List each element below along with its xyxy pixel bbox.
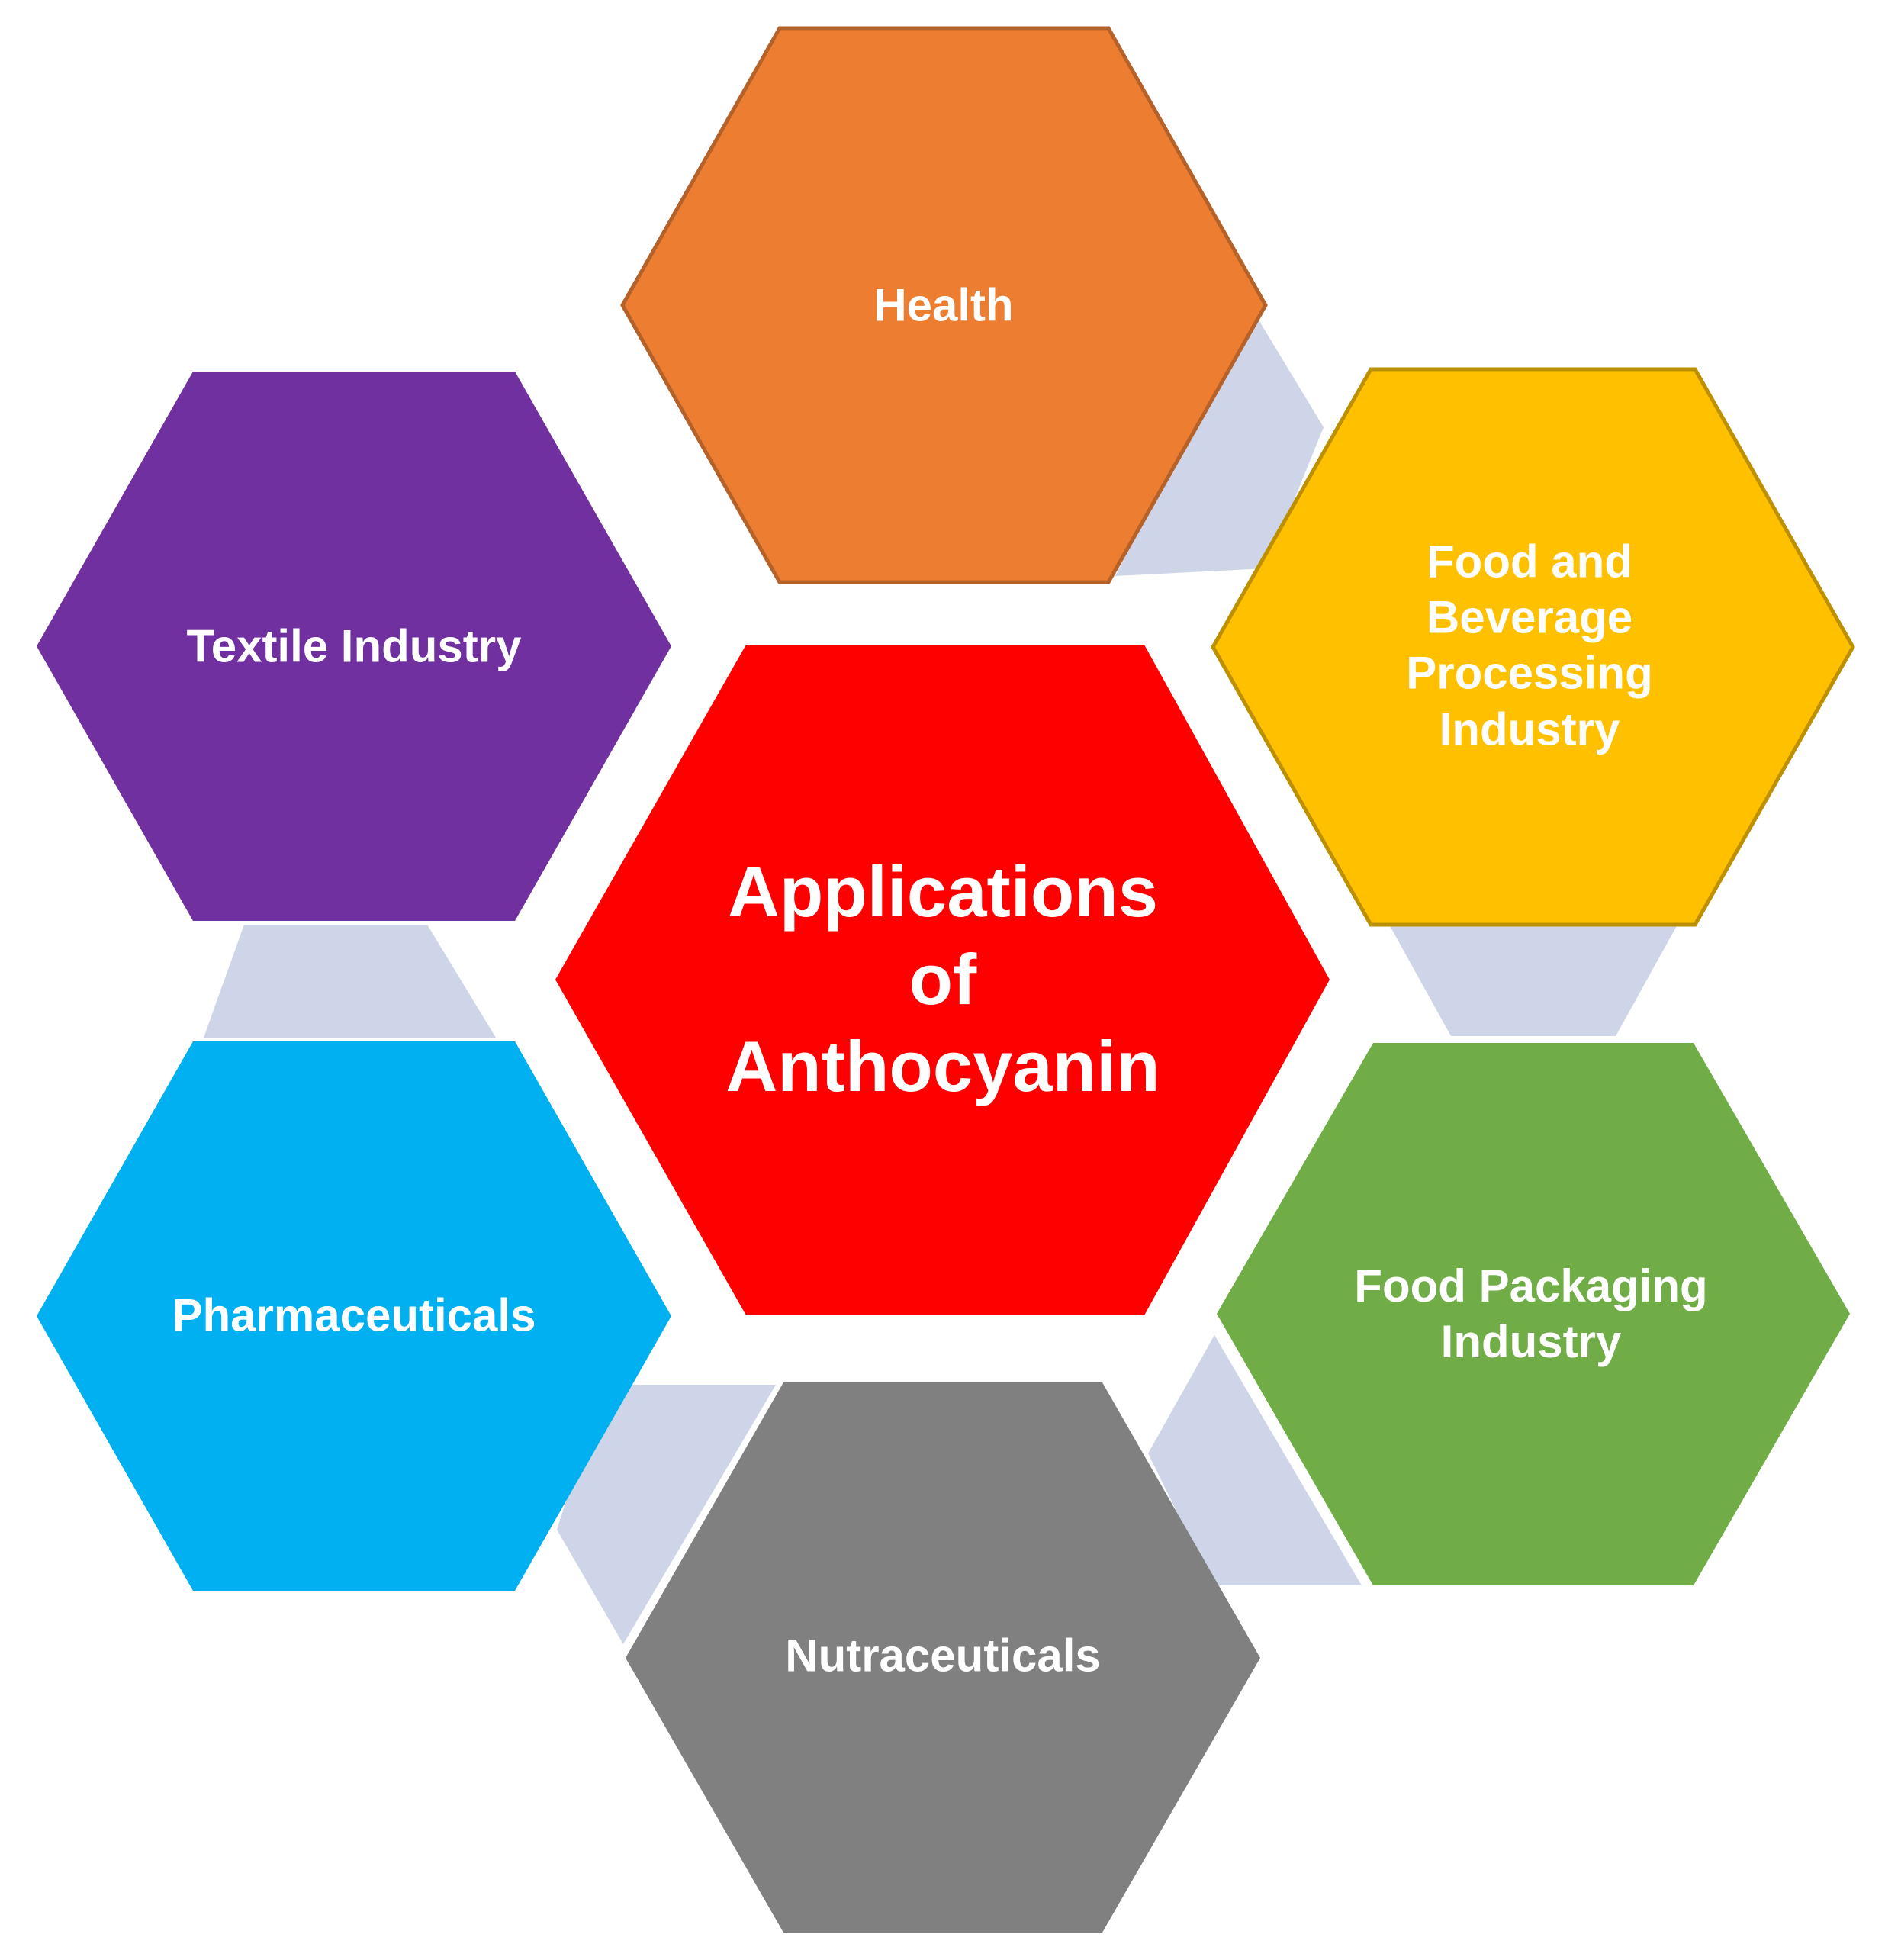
hexagon-center <box>555 645 1330 1315</box>
node-label-nutraceuticals: Nutraceuticals <box>785 1630 1101 1682</box>
node-label-health: Health <box>873 279 1014 331</box>
connector-health-food-beverage <box>1115 307 1324 576</box>
hexagon-textile <box>37 372 671 921</box>
hexagon-nutraceuticals <box>626 1382 1260 1933</box>
connector-pharmaceuticals-textile <box>204 925 496 1038</box>
connector-nutraceuticals-pharmaceuticals <box>557 1385 776 1644</box>
node-label-food-packaging: Food Packaging Industry <box>1354 1260 1708 1367</box>
center-title: Applications of Anthocyanin <box>725 851 1160 1107</box>
node-label-food-beverage: Food and Beverage Processing Industry <box>1406 536 1653 755</box>
connector-food-packaging-nutraceuticals <box>1148 1335 1362 1585</box>
hexagon-food-packaging <box>1217 1043 1850 1585</box>
hexagon-health <box>620 26 1268 584</box>
node-label-textile: Textile Industry <box>186 620 522 672</box>
hexagon-food-beverage <box>1211 367 1855 927</box>
node-label-pharmaceuticals: Pharmaceuticals <box>172 1289 536 1341</box>
connector-food-beverage-food-packaging <box>1388 923 1678 1036</box>
hexagon-pharmaceuticals <box>37 1041 671 1591</box>
